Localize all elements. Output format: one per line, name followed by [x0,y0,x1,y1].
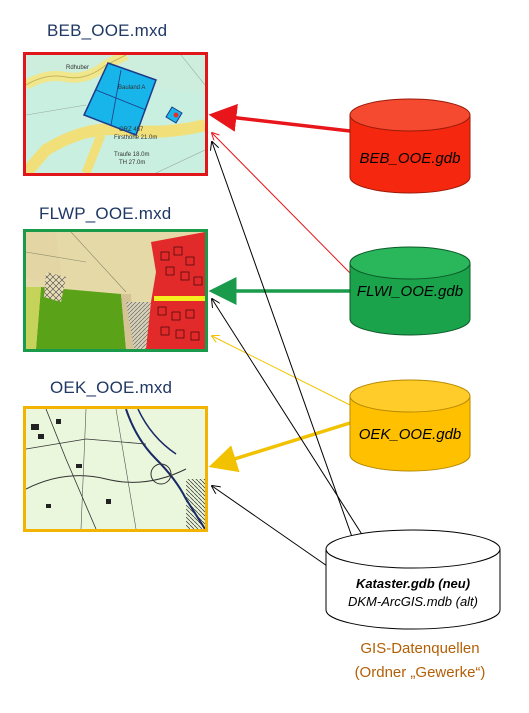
kataster-label-bold: Kataster.gdb (neu) [355,576,471,591]
datasource-cylinder-oek [349,379,471,472]
footer-line-2: (Ordner „Gewerke“) [354,664,486,681]
footer-caption: GIS-Datenquellen (Ordner „Gewerke“) [330,637,510,685]
datasource-label-kataster: Kataster.gdb (neu) DKM-ArcGIS.mdb (alt) [326,575,500,611]
datasource-label-flwi: FLWI_OOE.gdb [356,283,464,300]
arrow-oek-to-flwp [212,336,351,406]
arrow-kataster-to-beb [212,142,358,552]
map-label-firsthoehe: Firsthöhe 21.0m [114,135,157,141]
map-thumbnail-flwp [23,229,208,352]
map-label-orz: ORZ 457 [119,127,144,133]
map-label-th: TH 27.0m [119,160,145,166]
map-title-flwp: FLWP_OOE.mxd [39,204,172,223]
map-thumbnail-oek [23,406,208,532]
arrow-kataster-to-oek [212,486,331,569]
datasource-label-beb: BEB_OOE.gdb [359,150,461,167]
arrow-flwi-to-beb [212,133,351,274]
map-title-oek: OEK_OOE.mxd [50,378,173,397]
footer-line-1: GIS-Datenquellen [360,640,480,657]
map-label-traufe: Traufe 18.0m [114,152,149,158]
arrow-oek [208,421,351,473]
map-title-beb: BEB_OOE.mxd [47,21,168,40]
datasource-cylinder-flwi [349,246,471,336]
arrow-kataster-to-flwp [212,299,371,548]
arrow-beb [208,103,351,133]
map-label-bauland: Bauland A [118,85,145,91]
datasource-cylinder-beb [349,98,471,194]
map-label-rdhuber: Rdhuber [66,65,89,71]
kataster-label-sub: DKM-ArcGIS.mdb (alt) [347,594,478,609]
datasource-label-oek: OEK_OOE.gdb [358,426,462,443]
map-thumbnail-beb: Rdhuber Bauland A ORZ 457 Firsthöhe 21.0… [23,52,208,176]
datasource-cylinder-kataster [325,529,501,630]
